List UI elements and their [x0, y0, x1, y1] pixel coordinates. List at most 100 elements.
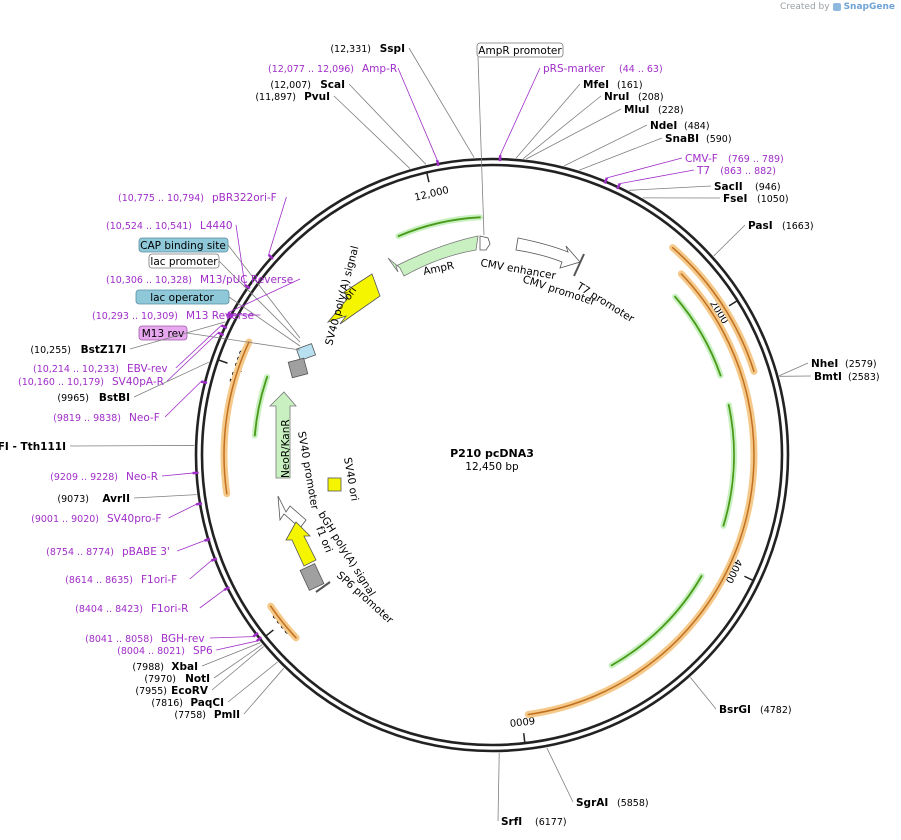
enzyme-fsei[interactable]: FseI(1050)	[642, 193, 789, 205]
primer-leader	[499, 67, 541, 156]
enzyme-leader	[243, 667, 285, 715]
box-cap-binding-text: CAP binding site	[140, 240, 226, 252]
box-m13-rev-text: M13 rev	[142, 328, 185, 340]
green-arc-5-line[interactable]	[253, 376, 269, 437]
orf-arc-1-line[interactable]	[671, 246, 755, 373]
green-arc-4[interactable]	[395, 214, 483, 240]
box-lac-operator[interactable]: lac operator	[135, 289, 230, 305]
primer-l4440[interactable]: L4440(10,524 .. 10,541)	[106, 220, 251, 290]
tick-8000	[265, 629, 274, 637]
primer-mark	[603, 177, 609, 184]
enzyme-pvui[interactable]: PvuI (11,897)	[255, 91, 411, 169]
enzyme-leader	[133, 361, 209, 398]
primer-ebv-rev[interactable]: EBV-rev(10,214 .. 10,233)	[33, 324, 228, 375]
enzyme-paqci[interactable]: PaqCI(7816)	[151, 661, 278, 709]
enzyme-srfi[interactable]: SrfI(6177)	[497, 752, 567, 828]
primer-leader	[227, 278, 301, 314]
enzyme-scai[interactable]: ScaI(12,007)	[270, 79, 427, 165]
enzyme-leader	[133, 494, 197, 499]
enzyme-pasi[interactable]: PasI(1663)	[713, 220, 814, 257]
enzyme-leader	[522, 95, 602, 159]
t7-promoter-mark[interactable]	[573, 253, 585, 277]
enzyme-sgrai[interactable]: SgrAI(5858)	[546, 747, 649, 809]
tick-6000	[522, 733, 526, 744]
primer-sv40pa-r[interactable]: SV40pA-R(10,160 .. 10,179)	[18, 331, 225, 388]
enzyme-ndei[interactable]: NdeI(484)	[563, 120, 710, 167]
box-m13-rev[interactable]: M13 rev	[138, 325, 188, 341]
bgh-polya-feature[interactable]	[299, 563, 325, 591]
enzyme-sacii[interactable]: SacII(946)	[628, 181, 781, 193]
primer-cmv-f[interactable]: CMV-F(769 .. 789)	[603, 153, 784, 184]
sv40-polya-gray[interactable]	[287, 357, 309, 379]
primer-name: F1ori-F	[141, 574, 177, 586]
enzyme-mfei[interactable]: MfeI(161)	[515, 79, 643, 159]
green-arc-5[interactable]	[251, 373, 271, 439]
enzyme-sspi[interactable]: SspI(12,331)	[330, 43, 475, 158]
primer-name: pBR322ori-F	[212, 192, 277, 204]
enzyme-mlui[interactable]: MluI(228)	[526, 104, 684, 160]
primer-m13-puc-reverse[interactable]: M13/pUC Reverse(10,306 .. 10,328)	[106, 274, 301, 317]
primer-pbr322ori-f[interactable]: pBR322ori-F(10,775 .. 10,794)	[118, 192, 287, 260]
primer-prs-marker[interactable]: pRS-marker(44 .. 63)	[498, 63, 663, 162]
enzyme-nrui[interactable]: NruI(208)	[522, 91, 664, 159]
primer-f1ori-f[interactable]: F1ori-F(8614 .. 8635)	[65, 557, 218, 586]
orf-arc-3-line[interactable]	[269, 605, 297, 639]
ampr-feature[interactable]	[387, 235, 479, 277]
f1-ori-feature[interactable]	[285, 521, 317, 567]
enzyme-name: BstZ17I	[81, 344, 126, 356]
enzyme-bmti[interactable]: BmtI(2583)	[779, 371, 880, 383]
enzyme-ecorv[interactable]: EcoRV(7955)	[135, 646, 264, 697]
box-lac-operator-text: lac operator	[150, 292, 214, 304]
primer-sp6[interactable]: SP6(8004 .. 8021)	[117, 636, 263, 657]
primer-f1ori-r[interactable]: F1ori-R(8404 .. 8423)	[75, 586, 230, 615]
primer-name: SV40pro-F	[107, 513, 161, 525]
box-cap-binding[interactable]: CAP binding site	[138, 237, 229, 253]
sv40-polya-feature[interactable]	[295, 343, 317, 361]
cmv-feature[interactable]	[515, 237, 581, 269]
green-arc-1-line[interactable]	[674, 295, 722, 377]
enzyme-noti[interactable]: NotI(7970)	[144, 644, 263, 685]
enzyme-bsrgi[interactable]: BsrGI(4782)	[690, 677, 792, 716]
enzyme-avrii[interactable]: AvrII(9073)	[57, 493, 197, 505]
primer-pbabe-3-[interactable]: pBABE 3'(8754 .. 8774)	[46, 537, 211, 558]
primer-bgh-rev[interactable]: BGH-rev (8041 .. 8058)	[85, 631, 259, 645]
primer-neo-r[interactable]: Neo-R(9209 .. 9228)	[50, 471, 199, 483]
primer-name: BGH-rev	[161, 633, 205, 645]
orf-arc-2-line[interactable]	[527, 273, 755, 716]
enzyme-leader	[69, 445, 195, 447]
credit-brand: SnapGene	[843, 2, 895, 12]
green-arc-4-line[interactable]	[397, 216, 481, 238]
neor-feature[interactable]	[269, 391, 297, 479]
sp6-mark[interactable]	[315, 581, 331, 593]
enzyme-pmli[interactable]: PmlI(7758)	[174, 667, 285, 721]
ori-feature[interactable]	[326, 273, 381, 325]
sv40-ori-feature[interactable]	[327, 477, 342, 492]
primer-position: (8041 .. 8058)	[85, 634, 153, 645]
enzyme-xbai[interactable]: XbaI(7988)	[132, 642, 261, 673]
enzyme-pflfi---tth111i[interactable]: PflFI - Tth111I(9401)	[0, 441, 195, 453]
primer-neo-f[interactable]: Neo-F(9819 .. 9838)	[53, 380, 208, 424]
green-arc-3[interactable]	[608, 573, 705, 669]
enzyme-bstz17i[interactable]: BstZ17I(10,255)	[30, 321, 226, 356]
green-arc-2-line[interactable]	[722, 404, 735, 527]
enzyme-leader	[628, 185, 712, 191]
primer-leader	[164, 381, 202, 418]
enzyme-position: (11,897)	[255, 92, 296, 103]
ampr-promoter-feature[interactable]	[479, 235, 491, 251]
box-ampr-promoter[interactable]: AmpR promoter	[476, 42, 564, 58]
primer-sv40pro-f[interactable]: SV40pro-F(9001 .. 9020)	[31, 502, 203, 525]
enzyme-snabi[interactable]: SnaBI(590)	[579, 133, 732, 171]
orf-arc-4-line[interactable]	[223, 341, 250, 495]
sv40-promoter-feature[interactable]	[277, 495, 307, 529]
green-arc-3-line[interactable]	[610, 575, 703, 667]
enzyme-position: (590)	[706, 134, 732, 145]
box-lac-promoter[interactable]: lac promoter	[148, 253, 220, 269]
enzyme-name: PvuI	[304, 91, 330, 103]
enzyme-nhei[interactable]: NheI(2579)	[779, 358, 877, 377]
enzyme-bstbi[interactable]: BstBI(9965)	[57, 361, 209, 404]
primer-leader	[168, 504, 197, 519]
primer-amp-r[interactable]: Amp-R(12,077 .. 12,096)	[268, 63, 440, 167]
primer-m13-reverse[interactable]: M13 Reverse(10,293 .. 10,309)	[92, 310, 261, 322]
primer-t7[interactable]: T7(863 .. 882)	[616, 165, 776, 190]
